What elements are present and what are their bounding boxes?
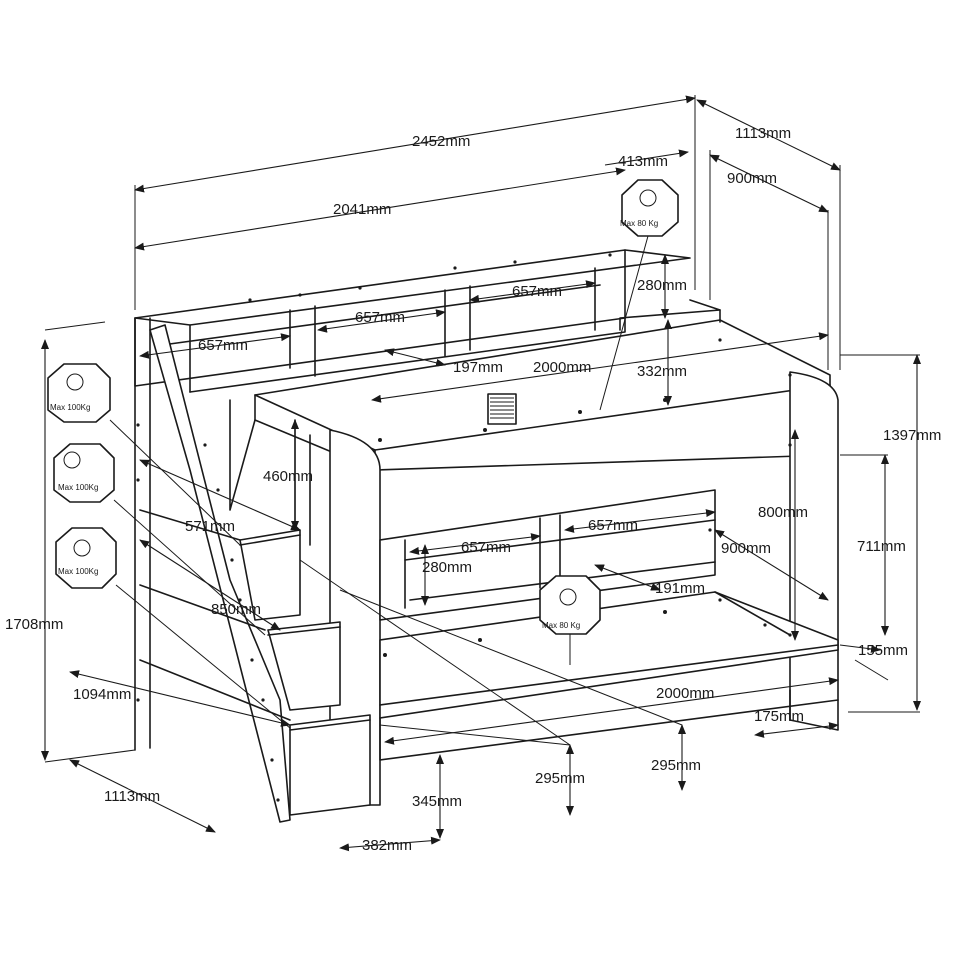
weight-tag-bottom-bed: Max 80 Kg <box>539 575 601 665</box>
dimension-lines <box>41 95 921 852</box>
dim-guard-height: 332mm <box>637 363 687 380</box>
dim-leg-height: 155mm <box>858 642 908 659</box>
dim-stair-height: 460mm <box>263 468 313 485</box>
dim-under-depth: 900mm <box>721 540 771 557</box>
dim-under-cell-1: 657mm <box>461 539 511 556</box>
dim-under-cell-2: 657mm <box>588 517 638 534</box>
dim-shelf-depth: 413mm <box>618 153 668 170</box>
dim-base-depth: 1113mm <box>104 788 160 805</box>
dim-drawer-width-a: 295mm <box>535 770 585 787</box>
dim-shelf-height: 280mm <box>637 277 687 294</box>
weight-label-step-3: Max 100Kg <box>58 567 98 576</box>
dim-leg-width: 175mm <box>754 708 804 725</box>
dim-drawer-height: 345mm <box>412 793 462 810</box>
dim-shelf-cell-3: 657mm <box>512 283 562 300</box>
dim-mattress-length-bottom: 2000mm <box>656 685 714 702</box>
weight-label-bottom-bed: Max 80 Kg <box>542 621 580 630</box>
weight-tag-step-1: Max 100Kg <box>47 363 111 423</box>
weight-label-step-1: Max 100Kg <box>50 403 90 412</box>
dim-under-height: 711mm <box>857 538 906 555</box>
dim-stair-total-height: 1708mm <box>5 616 63 633</box>
weight-label-step-2: Max 100Kg <box>58 483 98 492</box>
dim-under-shelf-height: 280mm <box>422 559 472 576</box>
dim-total-height: 1397mm <box>883 427 941 444</box>
dim-shelf-length: 2041mm <box>333 201 391 218</box>
dim-mattress-length-top: 2000mm <box>533 359 591 376</box>
dim-stair-width: 850mm <box>211 601 261 618</box>
dim-total-length: 2452mm <box>412 133 470 150</box>
weight-label-top-shelf: Max 80 Kg <box>620 219 658 228</box>
dim-shelf-cell-1: 657mm <box>198 337 248 354</box>
weight-tag-top-shelf: Max 80 Kg <box>599 179 679 411</box>
dim-shelf-gap: 197mm <box>453 359 503 376</box>
dim-total-depth: 1113mm <box>735 125 791 142</box>
dim-drawer-width-b: 295mm <box>651 757 701 774</box>
dim-under-clearance: 800mm <box>758 504 808 521</box>
dim-step-depth: 571mm <box>185 518 235 535</box>
dim-inner-depth-top: 900mm <box>727 170 777 187</box>
dim-shelf-cell-2: 657mm <box>355 309 405 326</box>
dim-stair-depth: 1094mm <box>73 686 131 703</box>
dim-step-width: 382mm <box>362 837 412 854</box>
dimension-labels: 2452mm 2041mm 1113mm 900mm 413mm 280mm 6… <box>5 125 941 854</box>
weight-tag-step-3: Max 100Kg <box>55 419 291 729</box>
dim-under-shelf-gap: 191mm <box>655 580 705 597</box>
weight-tag-step-2: Max 100Kg <box>53 443 115 503</box>
